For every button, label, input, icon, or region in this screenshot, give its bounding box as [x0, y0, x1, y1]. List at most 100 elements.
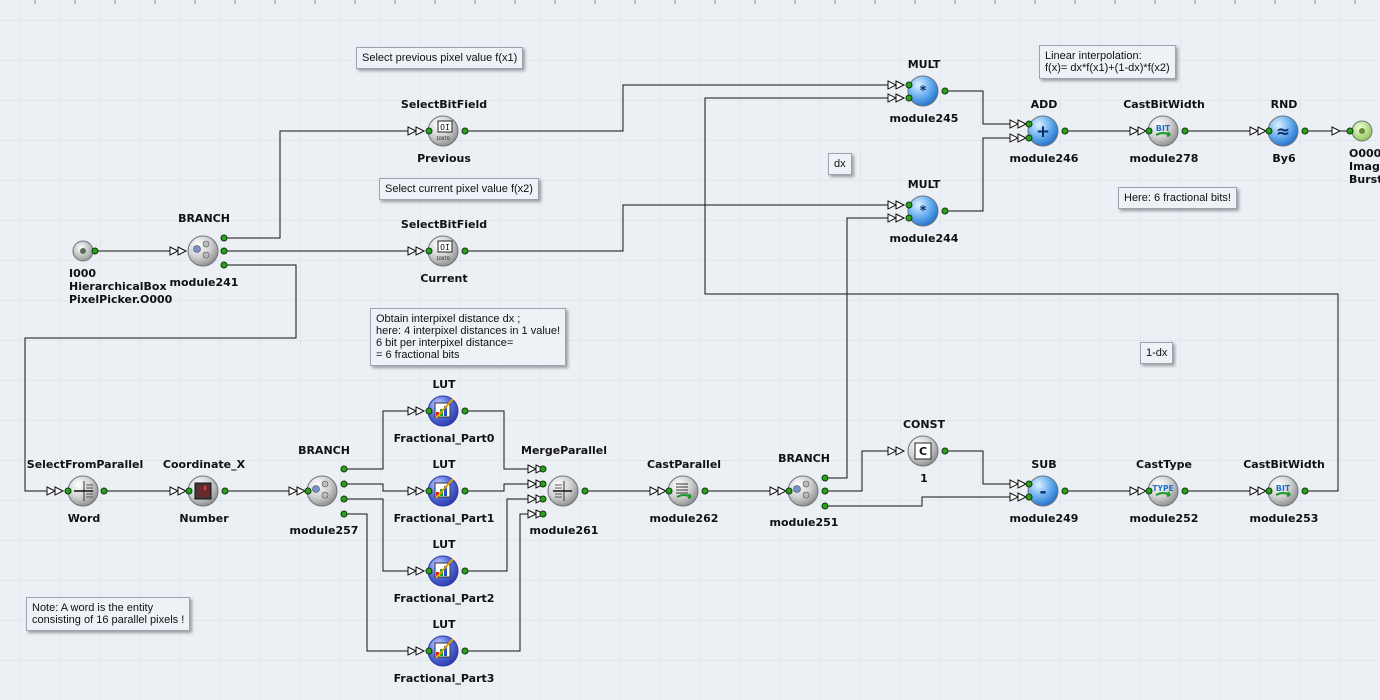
- port-dot[interactable]: [1181, 127, 1189, 135]
- cast-bit-width-icon[interactable]: BIT: [1147, 115, 1179, 147]
- port-dot[interactable]: [185, 487, 193, 495]
- port-dot[interactable]: [461, 647, 469, 655]
- port-dot[interactable]: [220, 261, 228, 269]
- multiply-icon[interactable]: *: [907, 195, 939, 227]
- subtract-icon[interactable]: -: [1027, 475, 1059, 507]
- port-dot[interactable]: [1025, 493, 1033, 501]
- port-dot[interactable]: [1061, 127, 1069, 135]
- comment-note[interactable]: Linear interpolation: f(x)= dx*f(x1)+(1-…: [1039, 45, 1176, 79]
- operator-name: module252: [1129, 512, 1199, 525]
- port-dot[interactable]: [905, 81, 913, 89]
- port-dot[interactable]: [64, 487, 72, 495]
- port-dot[interactable]: [221, 487, 229, 495]
- port-dot[interactable]: [1301, 127, 1309, 135]
- svg-text:*: *: [920, 84, 927, 99]
- lut-icon[interactable]: [427, 555, 459, 587]
- wire: [826, 496, 1010, 507]
- lut-icon[interactable]: [427, 395, 459, 427]
- port-dot[interactable]: [1025, 120, 1033, 128]
- port-dot[interactable]: [905, 94, 913, 102]
- port-dot[interactable]: [461, 487, 469, 495]
- constant-icon[interactable]: C: [907, 435, 939, 467]
- branch-icon[interactable]: [787, 475, 819, 507]
- port-dot[interactable]: [1265, 487, 1273, 495]
- port-dot[interactable]: [905, 214, 913, 222]
- cast-bit-width-icon[interactable]: BIT: [1267, 475, 1299, 507]
- port-dot[interactable]: [100, 487, 108, 495]
- port-dot[interactable]: [701, 487, 709, 495]
- comment-note[interactable]: Obtain interpixel distance dx ; here: 4 …: [370, 308, 567, 366]
- port-dot[interactable]: [1265, 127, 1273, 135]
- select-from-parallel-icon[interactable]: [67, 475, 99, 507]
- merge-parallel-icon[interactable]: [547, 475, 579, 507]
- comment-note[interactable]: Note: A word is the entity consisting of…: [26, 597, 191, 631]
- port-dot[interactable]: [1181, 487, 1189, 495]
- input-arrow-icon: [407, 486, 418, 496]
- comment-note[interactable]: Select current pixel value f(x2): [379, 178, 539, 200]
- port-dot[interactable]: [1061, 487, 1069, 495]
- port-dot[interactable]: [1145, 487, 1153, 495]
- port-dot[interactable]: [304, 487, 312, 495]
- input-arrow-icon: [887, 213, 898, 223]
- comment-note[interactable]: 1-dx: [1140, 342, 1174, 364]
- port-dot[interactable]: [340, 465, 348, 473]
- select-bit-field-icon[interactable]: OI IOOTO: [427, 235, 459, 267]
- svg-text:BIT: BIT: [1276, 484, 1291, 493]
- input-arrow-icon: [177, 246, 188, 256]
- port-dot[interactable]: [425, 647, 433, 655]
- wire: [345, 410, 408, 470]
- input-arrow-icon: [288, 486, 299, 496]
- cast-parallel-icon[interactable]: [667, 475, 699, 507]
- port-dot[interactable]: [340, 495, 348, 503]
- port-dot[interactable]: [425, 247, 433, 255]
- port-dot[interactable]: [539, 465, 547, 473]
- port-dot[interactable]: [220, 234, 228, 242]
- operator-type: CONST: [902, 418, 946, 431]
- port-dot[interactable]: [461, 247, 469, 255]
- wire: [946, 137, 1010, 212]
- port-dot[interactable]: [539, 480, 547, 488]
- port-dot[interactable]: [220, 247, 228, 255]
- port-dot[interactable]: [425, 567, 433, 575]
- port-dot[interactable]: [425, 407, 433, 415]
- input-arrow-icon: [407, 646, 418, 656]
- comment-note[interactable]: Here: 6 fractional bits!: [1118, 187, 1237, 209]
- input-arrow-icon: [895, 80, 906, 90]
- port-dot[interactable]: [1145, 127, 1153, 135]
- port-dot[interactable]: [785, 487, 793, 495]
- lut-icon[interactable]: [427, 475, 459, 507]
- comment-note[interactable]: Select previous pixel value f(x1): [356, 47, 524, 69]
- port-dot[interactable]: [665, 487, 673, 495]
- port-dot[interactable]: [340, 480, 348, 488]
- port-dot[interactable]: [1346, 127, 1354, 135]
- port-dot[interactable]: [581, 487, 589, 495]
- port-dot[interactable]: [425, 487, 433, 495]
- port-dot[interactable]: [941, 447, 949, 455]
- port-dot[interactable]: [1025, 480, 1033, 488]
- port-dot[interactable]: [821, 502, 829, 510]
- port-dot[interactable]: [905, 201, 913, 209]
- branch-icon[interactable]: [187, 235, 219, 267]
- input-arrow-icon: [1009, 133, 1020, 143]
- port-dot[interactable]: [461, 127, 469, 135]
- port-dot[interactable]: [941, 207, 949, 215]
- port-dot[interactable]: [539, 495, 547, 503]
- port-dot[interactable]: [461, 567, 469, 575]
- port-dot[interactable]: [941, 87, 949, 95]
- port-dot[interactable]: [1301, 487, 1309, 495]
- port-dot[interactable]: [821, 487, 829, 495]
- lut-icon[interactable]: [427, 635, 459, 667]
- port-dot[interactable]: [539, 510, 547, 518]
- multiply-icon[interactable]: *: [907, 75, 939, 107]
- port-dot[interactable]: [461, 407, 469, 415]
- port-dot[interactable]: [91, 247, 99, 255]
- comment-note[interactable]: dx: [828, 153, 852, 175]
- branch-icon[interactable]: [306, 475, 338, 507]
- port-dot[interactable]: [1025, 134, 1033, 142]
- port-dot[interactable]: [340, 510, 348, 518]
- port-dot[interactable]: [425, 127, 433, 135]
- add-icon[interactable]: +: [1027, 115, 1059, 147]
- port-dot[interactable]: [821, 474, 829, 482]
- note-line: here: 4 interpixel distances in 1 value!: [376, 325, 561, 337]
